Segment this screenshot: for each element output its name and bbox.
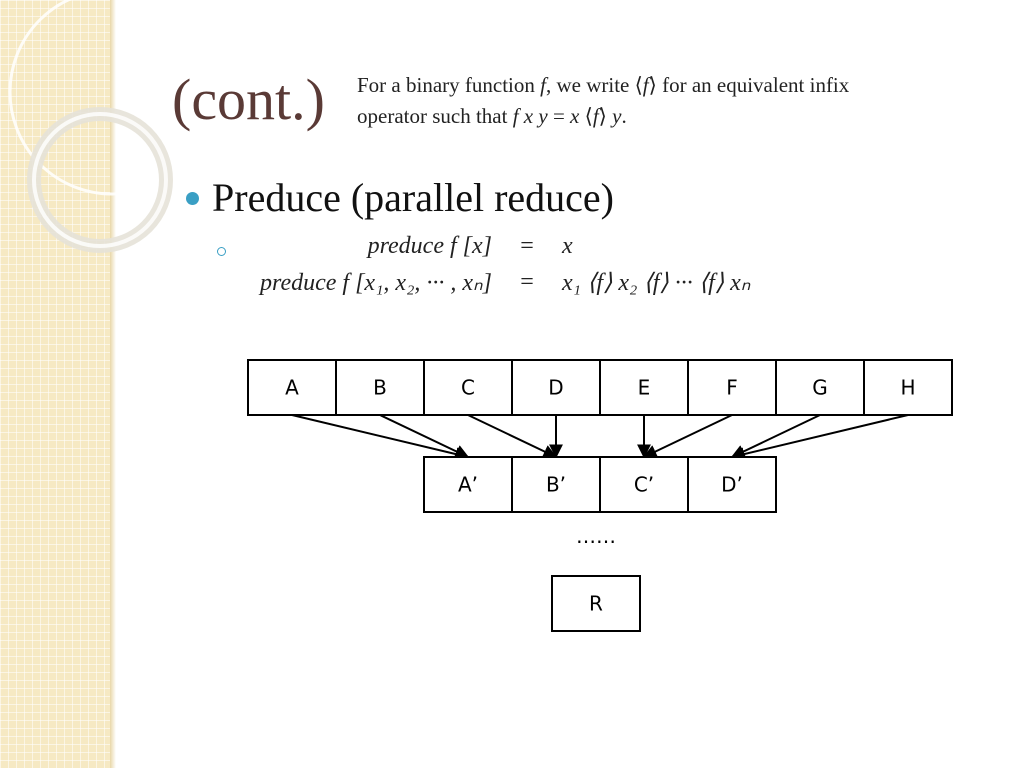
note-math: f x y xyxy=(512,104,548,128)
note-text: . xyxy=(621,104,627,128)
result-box-label: R xyxy=(589,592,603,616)
top-box: H xyxy=(863,359,953,416)
top-box-rect xyxy=(775,359,865,416)
top-box: D xyxy=(511,359,601,416)
top-box-label: C xyxy=(461,376,475,400)
bullet-text: Preduce (parallel reduce) xyxy=(212,175,614,220)
formula-row: preduce f [x] = x xyxy=(250,228,760,264)
middle-row: A’ B’ C’ D’ xyxy=(423,456,777,513)
top-box: F xyxy=(687,359,777,416)
formula-row: preduce f [x₁, x₂, ··· , xₙ] = x₁ ⟨f⟩ x₂… xyxy=(250,264,760,300)
note-math: f xyxy=(540,73,546,97)
definition-note: For a binary function f, we write ⟨f⟩ fo… xyxy=(357,70,1017,132)
arrow xyxy=(379,414,470,458)
bullet-dot-icon xyxy=(186,192,199,205)
middle-box: D’ xyxy=(687,456,777,513)
ellipsis: …… xyxy=(576,524,616,548)
arrow xyxy=(467,414,558,458)
middle-box-label: D’ xyxy=(721,473,743,497)
note-math: f xyxy=(642,73,649,97)
decorative-ring-small-inner xyxy=(32,112,168,248)
note-text: For a binary function xyxy=(357,73,541,97)
formula-lhs: preduce f [x] xyxy=(367,232,492,259)
top-box-label: E xyxy=(638,376,651,400)
middle-box-label: B’ xyxy=(546,473,566,497)
middle-box: A’ xyxy=(423,456,513,513)
top-box-label: A xyxy=(285,376,299,400)
middle-box-rect xyxy=(687,456,777,513)
formula-lhs: preduce f [x₁, x₂, ··· , xₙ] xyxy=(260,269,492,296)
top-box-rect xyxy=(335,359,425,416)
note-math: x xyxy=(570,104,580,128)
definition-note-line-1: For a binary function f, we write ⟨f⟩ fo… xyxy=(357,70,1017,101)
top-box-rect xyxy=(423,359,513,416)
decorative-ring-large xyxy=(8,0,200,196)
sub-bullet-circle-icon xyxy=(217,247,226,256)
note-text: , we write ⟨ xyxy=(545,73,643,97)
middle-box: C’ xyxy=(599,456,689,513)
top-box-label: B xyxy=(373,376,387,400)
middle-box-label: A’ xyxy=(458,473,478,497)
result: R xyxy=(551,575,641,632)
middle-box: B’ xyxy=(511,456,601,513)
preduce-formula: preduce f [x] = x preduce f [x₁, x₂, ···… xyxy=(250,228,760,300)
formula-equals: = xyxy=(520,268,534,295)
arrow xyxy=(730,414,909,461)
arrow xyxy=(642,414,733,458)
formula-rhs: x xyxy=(561,232,573,259)
arrows xyxy=(291,414,909,461)
top-box: G xyxy=(775,359,865,416)
arrow xyxy=(730,414,821,458)
top-box-label: H xyxy=(900,376,915,400)
note-text: ⟩ xyxy=(598,104,613,128)
middle-box-label: C’ xyxy=(634,473,654,497)
bullet-item: Preduce (parallel reduce) xyxy=(186,174,614,221)
top-row: A B C D E F G H xyxy=(247,359,953,416)
top-box-label: G xyxy=(812,376,828,400)
formula-equals: = xyxy=(520,232,534,259)
slide-title: (cont.) xyxy=(172,67,325,132)
top-box-label: F xyxy=(726,376,738,400)
top-box: A xyxy=(247,359,337,416)
note-math: y xyxy=(612,104,622,128)
result-rect xyxy=(551,575,641,632)
top-box: E xyxy=(599,359,689,416)
decorative-side-edge xyxy=(110,0,116,768)
formula-table: preduce f [x] = x preduce f [x₁, x₂, ···… xyxy=(250,228,760,300)
note-text: operator such that xyxy=(357,104,513,128)
note-math: f xyxy=(592,104,599,128)
top-box-label: D xyxy=(548,376,563,400)
formula-rhs: x₁ ⟨f⟩ x₂ ⟨f⟩ ··· ⟨f⟩ xₙ xyxy=(561,269,751,296)
middle-box-rect xyxy=(511,456,601,513)
top-box: C xyxy=(423,359,513,416)
note-text: ⟨ xyxy=(579,104,593,128)
note-text: ⟩ for an equivalent infix xyxy=(648,73,850,97)
arrow xyxy=(291,414,470,461)
note-text: = xyxy=(547,104,571,128)
top-box-rect xyxy=(511,359,601,416)
result-box: R xyxy=(551,575,641,632)
middle-box-rect xyxy=(423,456,513,513)
definition-note-line-2: operator such that f x y = x ⟨f⟩ y. xyxy=(357,101,1017,132)
decorative-rings xyxy=(8,0,200,253)
top-box: B xyxy=(335,359,425,416)
top-box-rect xyxy=(863,359,953,416)
